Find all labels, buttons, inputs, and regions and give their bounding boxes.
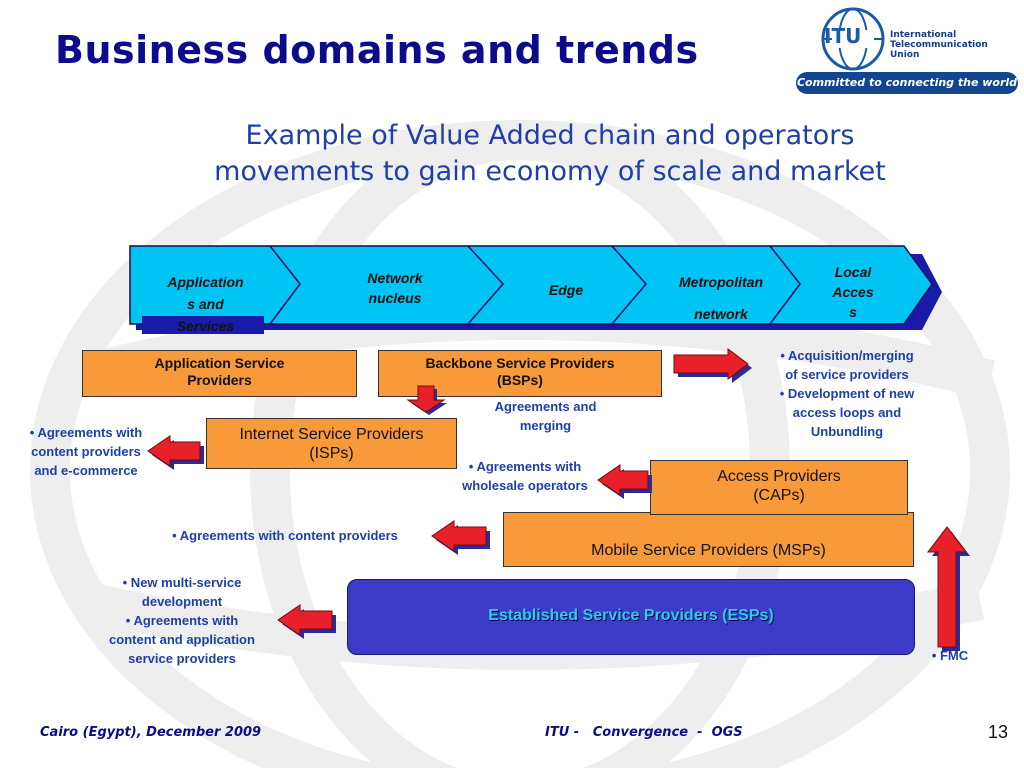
chain-divider-3 (611, 245, 647, 325)
chain-divider-4 (769, 245, 801, 325)
itu-letters: ITU (824, 24, 862, 48)
chain-first-tab (142, 316, 264, 334)
chain-label-edge: Edge (548, 282, 584, 298)
note-esp-multiservice: • New multi-service development • Agreem… (109, 575, 255, 666)
note-agreements-merging: Agreements and merging (494, 399, 597, 433)
box-mobile-service-providers-back: Mobile Service Providers (MSPs) (503, 512, 914, 567)
logo-line2: Telecommunication (890, 40, 988, 50)
arrow-left-cap (597, 464, 652, 499)
slide-title: Business domains and trends (55, 28, 699, 72)
logo-tagline: Committed to connecting the world (796, 72, 1018, 94)
chain-divider-2 (467, 245, 505, 325)
msp-label: Mobile Service Providers (MSPs) (591, 542, 826, 559)
note-fmc: • FMC (931, 648, 969, 663)
page-number: 13 (988, 722, 1009, 742)
subtitle-line-1: Example of Value Added chain and operato… (245, 120, 855, 151)
esp-label: Established Service Providers (ESPs) (488, 607, 774, 624)
arrow-left-isp (147, 435, 204, 470)
box-internet-service-providers: Internet Service Providers (ISPs) (206, 418, 457, 469)
arrow-up-fmc (926, 526, 970, 651)
note-acquisition: • Acquisition/merging of service provide… (779, 348, 915, 439)
arrow-left-esp (277, 604, 336, 639)
chain-label-applications: Application s and Services (167, 274, 244, 334)
note-isp-content: • Agreements with content providers and … (29, 425, 143, 478)
box-established-service-providers: Established Service Providers (ESPs) (347, 579, 915, 655)
subtitle-line-2: movements to gain economy of scale and m… (214, 156, 886, 187)
slide-subtitle: Example of Value Added chain and operato… (150, 118, 950, 190)
arrow-down-bsp (406, 385, 447, 415)
arrow-left-msp (431, 520, 490, 555)
value-chain-bar (129, 245, 933, 325)
itu-globe-icon (821, 7, 885, 71)
chain-label-metropolitan: Metropolitan network (679, 274, 763, 322)
value-chain-diagram (129, 245, 942, 330)
chain-label-network-nucleus: Network nucleus (367, 270, 423, 306)
note-wholesale: • Agreements with wholesale operators (462, 459, 588, 493)
logo-line1: International (890, 30, 957, 40)
chain-divider-1 (269, 245, 301, 325)
note-msp-content: • Agreements with content providers (172, 528, 398, 543)
footer-location-date: Cairo (Egypt), December 2009 (40, 725, 262, 740)
box-application-service-providers: Application Service Providers (82, 350, 357, 397)
footer-center: ITU - Convergence - OGS (545, 725, 743, 740)
chain-label-local-access: Local Acces s (832, 264, 874, 320)
arrow-right-bsp (673, 348, 752, 383)
box-access-providers: Access Providers (CAPs) (650, 460, 908, 515)
logo-line3: Union (890, 50, 920, 60)
